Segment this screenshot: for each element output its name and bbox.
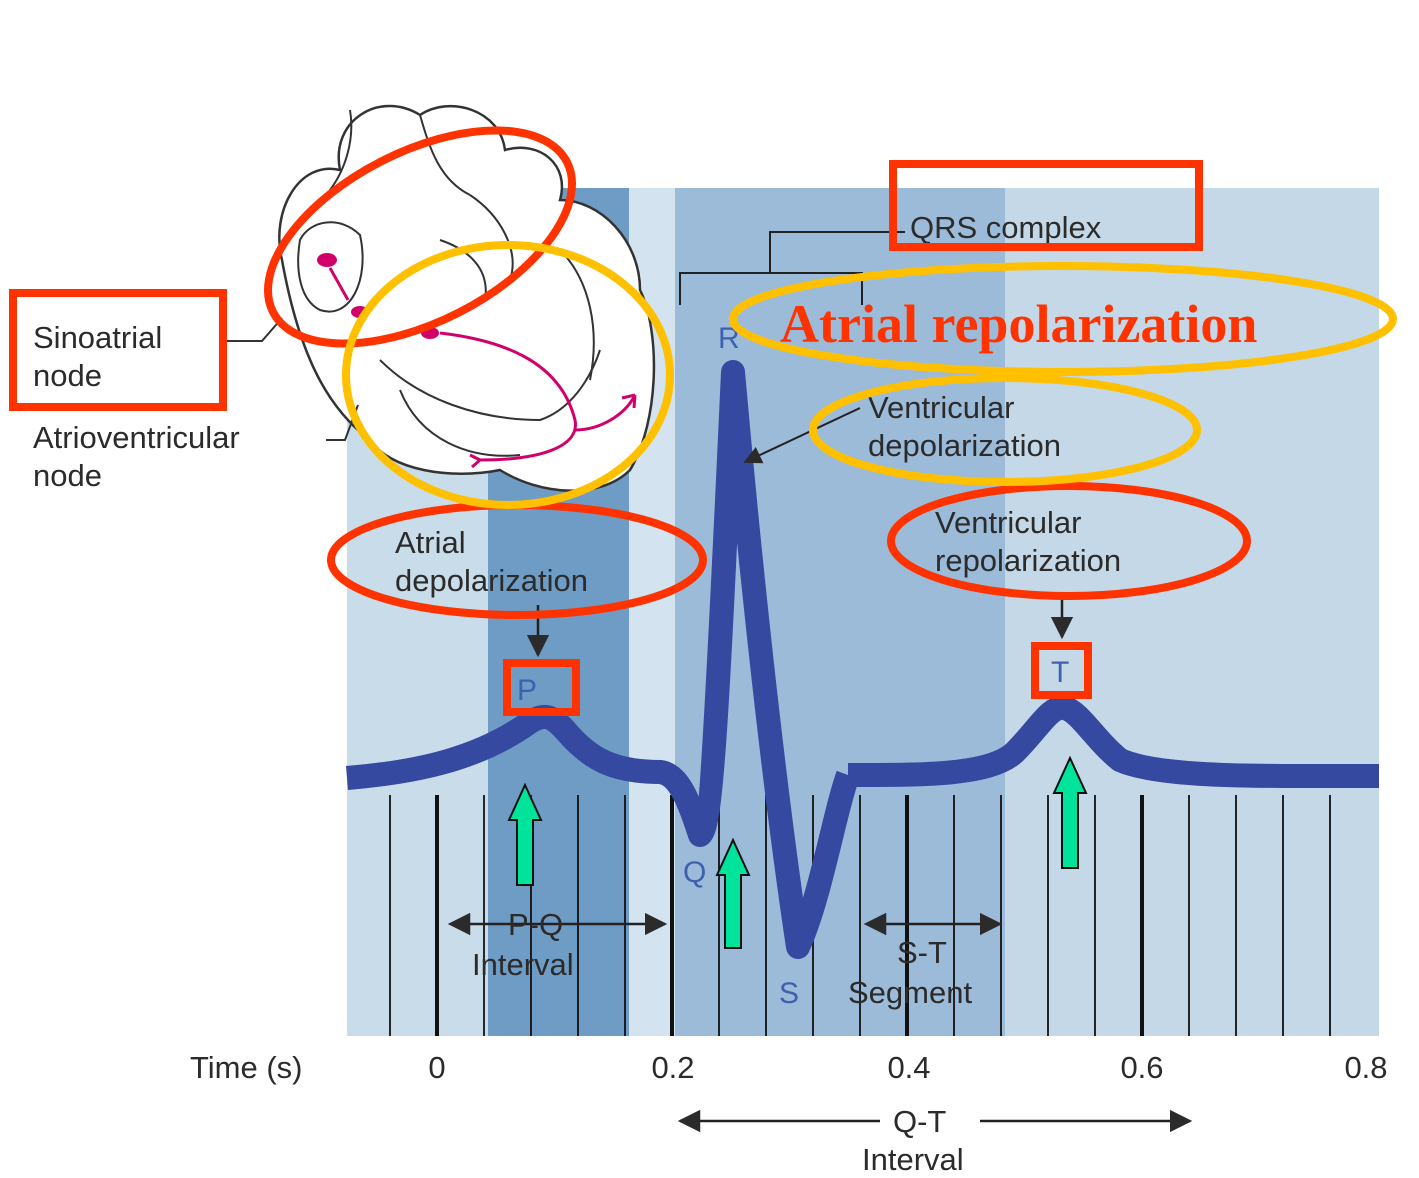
ventricular-depolarization-label: Ventricular depolarization (868, 390, 1061, 463)
s-wave-label: S (779, 977, 799, 1010)
time-tick-label: 0 (428, 1050, 445, 1085)
svg-text:Interval: Interval (472, 947, 574, 982)
svg-text:Sinoatrial: Sinoatrial (33, 320, 162, 355)
qrs-complex-label: QRS complex (910, 210, 1102, 245)
atrial-repolarization-label: Atrial repolarization (780, 294, 1257, 354)
qrs-marker-arrow (715, 837, 751, 949)
svg-text:Ventricular: Ventricular (935, 505, 1081, 540)
red-highlight-ellipses (264, 126, 1251, 619)
atrium-highlight-ellipse (264, 126, 576, 348)
atrial-depolarization-label: Atrial depolarization (395, 525, 588, 598)
heart-illustration (278, 104, 656, 492)
p-highlight-box (503, 659, 580, 716)
r-wave-label: R (718, 322, 740, 355)
time-axis-ticks: 0 0.2 0.4 0.6 0.8 (428, 1050, 1387, 1085)
sinoatrial-highlight-box (9, 289, 227, 411)
t-marker-arrow (1052, 755, 1088, 869)
svg-text:Q-T: Q-T (893, 1104, 946, 1139)
time-axis-label: Time (s) (190, 1050, 303, 1085)
qrs-highlight-box (889, 160, 1203, 251)
qrs-bracket (679, 231, 905, 305)
ecg-trace-tail (847, 695, 1380, 789)
ventricular-repolarization-highlight-ellipse (887, 482, 1251, 600)
svg-text:depolarization: depolarization (395, 563, 588, 598)
svg-text:node: node (33, 458, 102, 493)
svg-text:repolarization: repolarization (935, 543, 1121, 578)
ventricular-depolarization-arrow (743, 407, 861, 464)
time-tick-label: 0.2 (651, 1050, 694, 1085)
t-highlight-box (1031, 642, 1092, 699)
red-highlight-boxes (9, 160, 1203, 716)
pq-interval-label: P-Q Interval (472, 907, 574, 982)
p-marker-arrow (507, 782, 543, 886)
st-segment-label: S-T Segment (848, 935, 972, 1010)
svg-text:P-Q: P-Q (508, 907, 563, 942)
svg-text:depolarization: depolarization (868, 428, 1061, 463)
svg-text:Interval: Interval (862, 1142, 964, 1173)
qt-interval-label: Q-T Interval (862, 1104, 964, 1177)
ventricular-repolarization-label: Ventricular repolarization (935, 505, 1121, 578)
svg-text:S-T: S-T (897, 935, 947, 970)
sinoatrial-node-label: Sinoatrial node (33, 320, 162, 393)
svg-text:Atrioventricular: Atrioventricular (33, 420, 240, 455)
qt-label-backdrop (880, 1104, 980, 1138)
ventricular-depolarization-highlight-ellipse (809, 374, 1201, 486)
time-tick-label: 0.4 (887, 1050, 930, 1085)
svg-text:Ventricular: Ventricular (868, 390, 1014, 425)
svg-text:Segment: Segment (848, 975, 972, 1010)
ventricle-highlight-ellipse (342, 241, 674, 509)
ecg-trace (346, 360, 860, 959)
yellow-highlight-ellipses (342, 241, 1397, 509)
q-wave-label: Q (683, 856, 706, 889)
time-tick-label: 0.8 (1344, 1050, 1387, 1085)
green-marker-arrows (507, 755, 1088, 949)
p-wave-label: P (517, 674, 537, 707)
svg-text:node: node (33, 358, 102, 393)
atrioventricular-node-label: Atrioventricular node (33, 420, 240, 493)
atrial-repolarization-highlight-ellipse (729, 262, 1397, 376)
t-wave-label: T (1051, 656, 1069, 689)
svg-text:Atrial: Atrial (395, 525, 466, 560)
time-tick-label: 0.6 (1120, 1050, 1163, 1085)
